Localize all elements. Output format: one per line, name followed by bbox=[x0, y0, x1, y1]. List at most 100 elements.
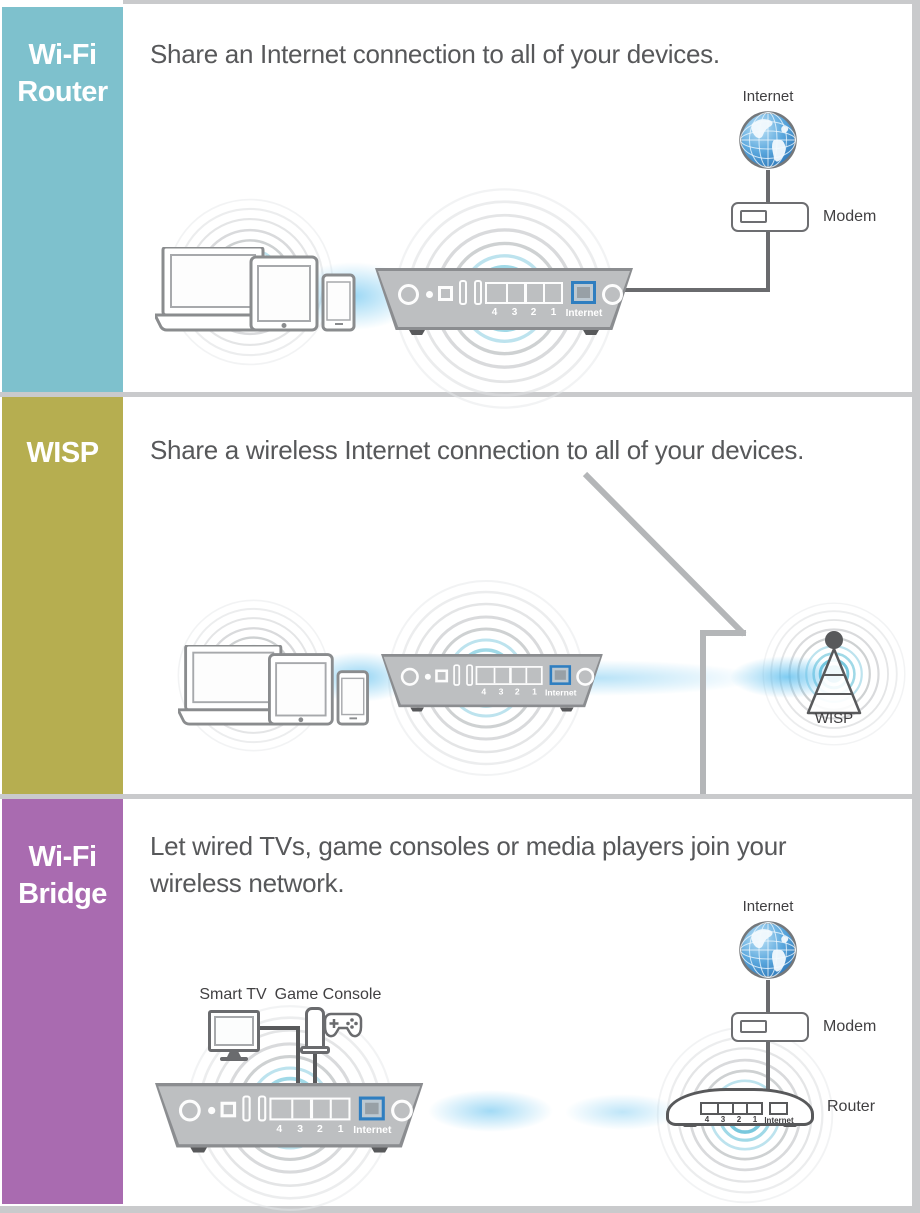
client-devices bbox=[178, 645, 378, 726]
console-wire bbox=[313, 1050, 317, 1099]
tv-stand-neck bbox=[227, 1052, 241, 1057]
smart-tv-icon bbox=[208, 1010, 260, 1052]
lan-port-label: 3 bbox=[498, 687, 504, 697]
router-usb-port bbox=[459, 280, 467, 305]
sidebar-label-line: Wi-Fi bbox=[28, 841, 97, 873]
router-power-port bbox=[220, 1101, 237, 1118]
router-internet-port bbox=[571, 281, 596, 304]
wisp-antenna-icon bbox=[799, 629, 869, 721]
router-back-view: 4 3 2 1 Internet bbox=[381, 654, 603, 712]
lan-port-label: 2 bbox=[514, 687, 520, 697]
router-label: Router bbox=[827, 1098, 876, 1115]
router-power-button bbox=[400, 667, 419, 686]
cable-modem-router bbox=[766, 1042, 770, 1092]
router-back-view: 4 3 2 1 Internet bbox=[375, 268, 633, 335]
router-antenna-mount bbox=[576, 667, 595, 686]
internet-globe-icon bbox=[738, 920, 798, 980]
internet-label: Internet bbox=[742, 88, 794, 105]
router-usb-port bbox=[466, 664, 474, 686]
sidebar-wisp: WISP bbox=[2, 397, 123, 794]
router-foot bbox=[559, 707, 574, 712]
sidebar-label-line: Wi-Fi bbox=[28, 39, 97, 71]
tv-stand-base bbox=[220, 1057, 248, 1061]
frame-bottom bbox=[0, 1206, 920, 1213]
lan-port-label: 3 bbox=[720, 1115, 726, 1124]
router-led bbox=[424, 673, 431, 680]
modem-port bbox=[740, 210, 767, 223]
router-power-button bbox=[178, 1099, 201, 1122]
wall-roofline bbox=[582, 471, 747, 637]
modem-label: Modem bbox=[823, 208, 877, 225]
router-foot bbox=[409, 330, 425, 335]
game-console-base bbox=[300, 1046, 330, 1054]
internet-globe-icon bbox=[738, 110, 798, 170]
router-led bbox=[208, 1106, 216, 1115]
sidebar-wifi-bridge: Wi-Fi Bridge bbox=[2, 799, 123, 1204]
modem-label: Modem bbox=[823, 1018, 877, 1035]
frame-top bbox=[123, 0, 920, 4]
router-lan-ports bbox=[269, 1097, 351, 1121]
router-foot bbox=[410, 707, 424, 712]
lan-port-label: 4 bbox=[481, 687, 487, 697]
router-internet-port bbox=[549, 665, 572, 685]
router-usb-port bbox=[474, 280, 482, 305]
wifi-beam bbox=[428, 1090, 553, 1132]
modem-device bbox=[731, 1012, 809, 1042]
section-heading: Let wired TVs, game consoles or media pl… bbox=[150, 831, 787, 898]
small-router-lan-ports bbox=[700, 1102, 763, 1115]
lan-port-label: 3 bbox=[297, 1123, 303, 1135]
lan-port-label: 1 bbox=[532, 687, 537, 697]
wifi-beam bbox=[565, 1094, 680, 1130]
lan-port-label: 2 bbox=[736, 1115, 742, 1124]
router-power-port bbox=[435, 669, 449, 683]
router-led bbox=[426, 291, 433, 298]
section-divider bbox=[0, 794, 920, 799]
lan-port-label: 4 bbox=[704, 1115, 710, 1124]
smart-tv-label: Smart TV bbox=[199, 986, 267, 1003]
section-heading: Share an Internet connection to all of y… bbox=[150, 39, 720, 69]
lan-port-label: 2 bbox=[316, 1123, 323, 1135]
sidebar-label-line: Bridge bbox=[18, 878, 107, 910]
lan-port-label: 2 bbox=[530, 307, 537, 318]
router-lan-ports bbox=[485, 282, 563, 304]
internet-label: Internet bbox=[742, 898, 794, 915]
router-lan-ports bbox=[475, 666, 543, 685]
router-antenna-mount bbox=[391, 1099, 413, 1122]
router-usb-port bbox=[453, 664, 461, 686]
router-power-button bbox=[398, 284, 419, 305]
frame-right bbox=[912, 0, 920, 1213]
router-usb-port bbox=[242, 1095, 251, 1122]
router-internet-port bbox=[358, 1096, 385, 1121]
tv-screen-inner bbox=[214, 1016, 254, 1046]
section-divider bbox=[0, 392, 920, 397]
sidebar-label-line: Router bbox=[17, 76, 108, 108]
lan-port-label: 1 bbox=[550, 307, 557, 318]
internet-port-label: Internet bbox=[565, 308, 603, 319]
lan-port-label: 1 bbox=[752, 1115, 758, 1124]
router-usb-port bbox=[257, 1095, 267, 1122]
small-router-internet-port bbox=[769, 1102, 788, 1115]
router-antenna-mount bbox=[602, 284, 623, 305]
wisp-label: WISP bbox=[814, 710, 854, 727]
tv-wire-horizontal bbox=[258, 1026, 300, 1030]
router-foot bbox=[683, 1123, 697, 1127]
lan-port-label: 4 bbox=[276, 1123, 283, 1135]
modem-port bbox=[740, 1020, 767, 1033]
lan-port-label: 1 bbox=[337, 1123, 344, 1135]
client-devices bbox=[155, 247, 365, 332]
lan-port-label: 4 bbox=[491, 307, 498, 318]
router-front-view: 4 3 2 1 Internet bbox=[666, 1088, 814, 1127]
section-heading: Share a wireless Internet connection to … bbox=[150, 435, 805, 465]
gamepad-icon bbox=[322, 1011, 364, 1041]
wall-vertical bbox=[700, 630, 706, 794]
sidebar-label-line: WISP bbox=[26, 437, 99, 469]
wall-ledge bbox=[700, 630, 746, 636]
tv-wire-vertical bbox=[296, 1026, 300, 1099]
game-console-label: Game Console bbox=[274, 986, 382, 1003]
router-back-view: 4 3 2 1 Internet bbox=[155, 1083, 424, 1153]
router-power-port bbox=[438, 286, 453, 301]
router-foot bbox=[371, 1147, 388, 1153]
router-foot bbox=[190, 1147, 207, 1153]
modem-device bbox=[731, 202, 809, 232]
